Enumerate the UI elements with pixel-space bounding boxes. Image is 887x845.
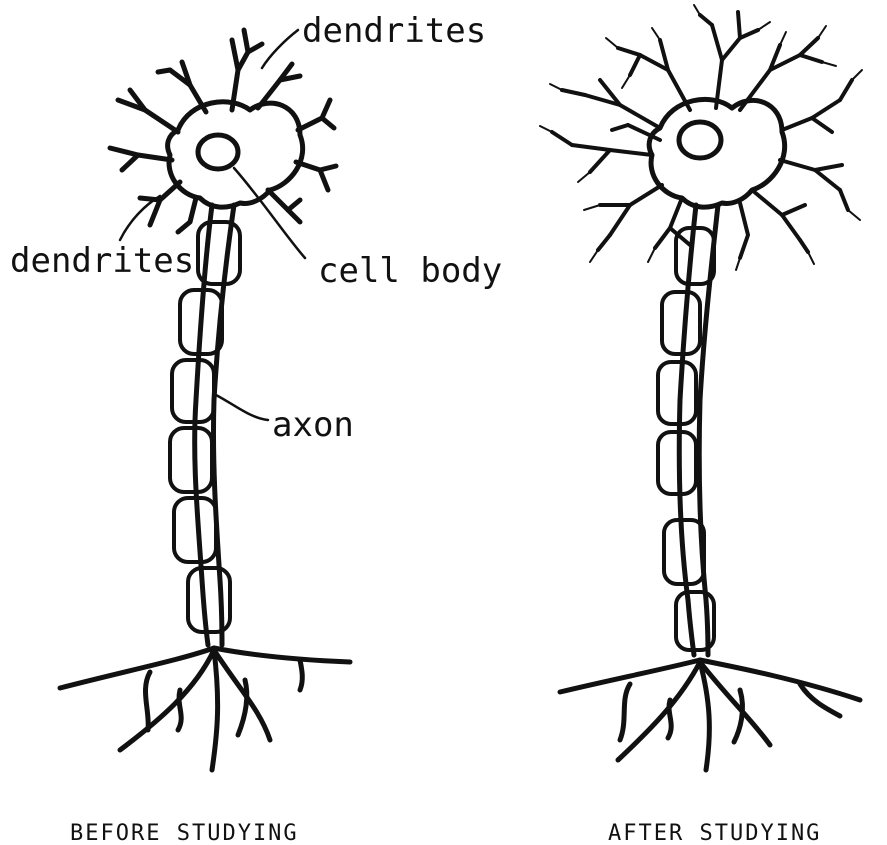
neuron-after [540,5,862,770]
axon-terminals-after [560,660,860,770]
cell-body-outline-before [168,102,303,207]
after-studying-caption: AFTER STUDYING [608,821,821,845]
nucleus-after [679,122,721,158]
axon-label: axon [272,405,354,445]
cell-body-label: cell body [318,251,502,291]
axon-terminals-before [60,648,350,770]
dendrites-left-label: dendrites [10,241,194,281]
myelin-sheaths-before [170,222,240,632]
dendrites-after [552,12,852,258]
before-studying-caption: BEFORE STUDYING [70,821,299,845]
leader-axon [216,395,268,420]
dendrites-top-label: dendrites [302,11,486,51]
nucleus-before [198,135,238,169]
neuron-before [60,30,350,770]
dendrites-left-before [110,90,196,232]
